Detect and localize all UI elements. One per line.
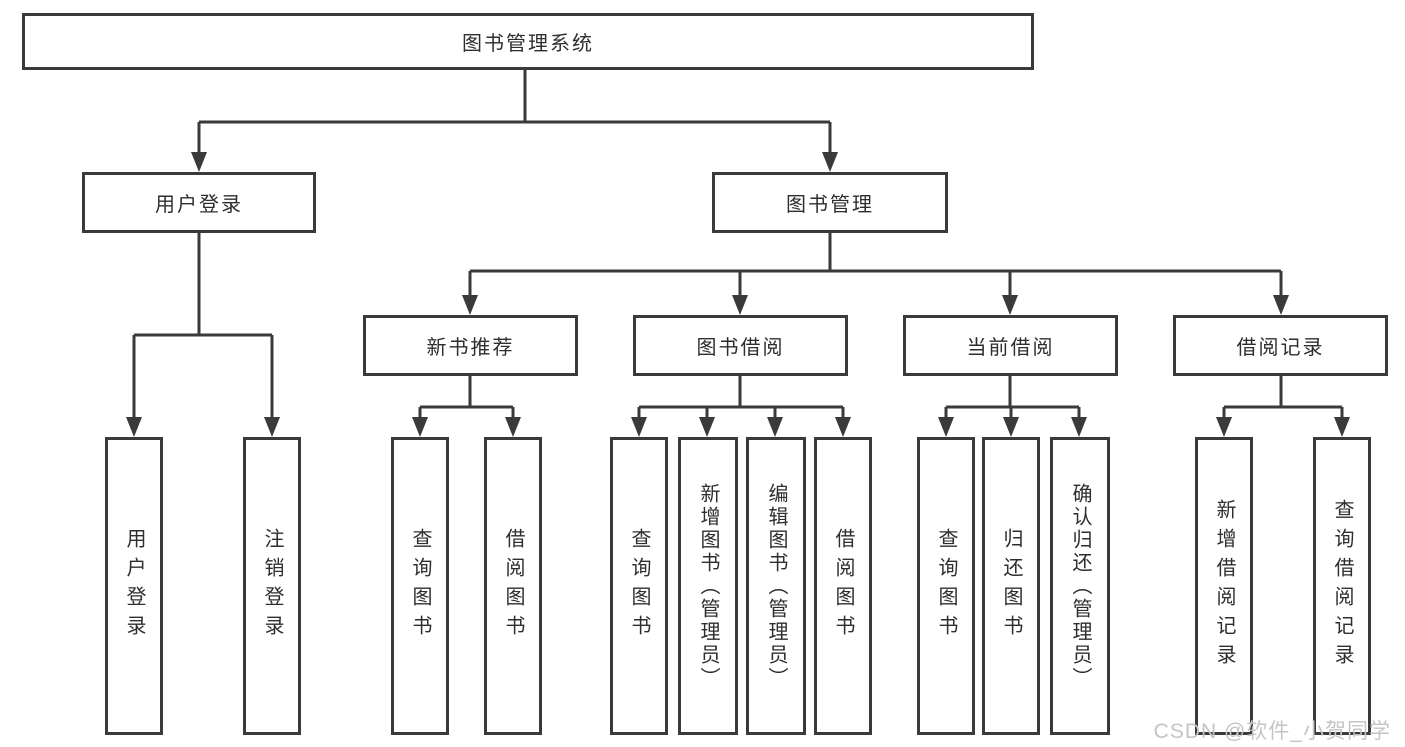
node-leaf-add-book-admin: 新增图书（管理员） bbox=[678, 437, 738, 735]
node-book-borrow-label: 图书借阅 bbox=[696, 337, 785, 359]
node-leaf-search-borrow-record: 查询借阅记录 bbox=[1313, 437, 1371, 735]
node-leaf-add-borrow-record: 新增借阅记录 bbox=[1195, 437, 1253, 735]
node-leaf-add-borrow-record-label: 新增借阅记录 bbox=[1213, 499, 1235, 673]
node-leaf-search-book-3: 查询图书 bbox=[917, 437, 975, 735]
node-leaf-search-book-1-label: 查询图书 bbox=[409, 528, 431, 644]
node-leaf-borrow-book-2: 借阅图书 bbox=[814, 437, 872, 735]
node-leaf-borrow-book-2-label: 借阅图书 bbox=[832, 528, 854, 644]
node-leaf-return-book-label: 归还图书 bbox=[1000, 528, 1022, 644]
connector-paths bbox=[132, 70, 1344, 418]
node-leaf-borrow-book-1-label: 借阅图书 bbox=[502, 528, 524, 644]
node-leaf-search-borrow-record-label: 查询借阅记录 bbox=[1331, 499, 1353, 673]
node-new-book-recommend: 新书推荐 bbox=[363, 315, 578, 376]
node-book-management-label: 图书管理 bbox=[786, 194, 874, 216]
node-leaf-edit-book-admin: 编辑图书（管理员） bbox=[746, 437, 806, 735]
node-borrow-records: 借阅记录 bbox=[1173, 315, 1388, 376]
node-user-login-module: 用户登录 bbox=[82, 172, 316, 233]
node-borrow-records-label: 借阅记录 bbox=[1236, 337, 1325, 359]
node-leaf-logout: 注销登录 bbox=[243, 437, 301, 735]
node-leaf-search-book-3-label: 查询图书 bbox=[935, 528, 957, 644]
node-leaf-edit-book-admin-label: 编辑图书（管理员） bbox=[765, 482, 787, 690]
node-leaf-user-login: 用户登录 bbox=[105, 437, 163, 735]
node-leaf-user-login-label: 用户登录 bbox=[123, 528, 145, 644]
arrowhead-icons bbox=[126, 152, 1350, 437]
node-leaf-search-book-1: 查询图书 bbox=[391, 437, 449, 735]
node-leaf-search-book-2: 查询图书 bbox=[610, 437, 668, 735]
node-leaf-return-book: 归还图书 bbox=[982, 437, 1040, 735]
node-leaf-search-book-2-label: 查询图书 bbox=[628, 528, 650, 644]
node-book-borrow: 图书借阅 bbox=[633, 315, 848, 376]
node-leaf-confirm-return-admin: 确认归还（管理员） bbox=[1050, 437, 1110, 735]
node-root-label: 图书管理系统 bbox=[462, 33, 594, 55]
csdn-watermark: CSDN @软件_小贺同学 bbox=[1153, 720, 1391, 743]
node-leaf-logout-label: 注销登录 bbox=[261, 528, 283, 644]
node-leaf-borrow-book-1: 借阅图书 bbox=[484, 437, 542, 735]
node-user-login-label: 用户登录 bbox=[155, 194, 243, 216]
node-leaf-add-book-admin-label: 新增图书（管理员） bbox=[697, 482, 719, 690]
node-root-system: 图书管理系统 bbox=[22, 13, 1034, 70]
node-leaf-confirm-return-admin-label: 确认归还（管理员） bbox=[1069, 482, 1091, 690]
node-book-management-module: 图书管理 bbox=[712, 172, 948, 233]
node-current-borrow-label: 当前借阅 bbox=[966, 337, 1055, 359]
node-current-borrow: 当前借阅 bbox=[903, 315, 1118, 376]
node-new-book-recommend-label: 新书推荐 bbox=[426, 337, 515, 359]
